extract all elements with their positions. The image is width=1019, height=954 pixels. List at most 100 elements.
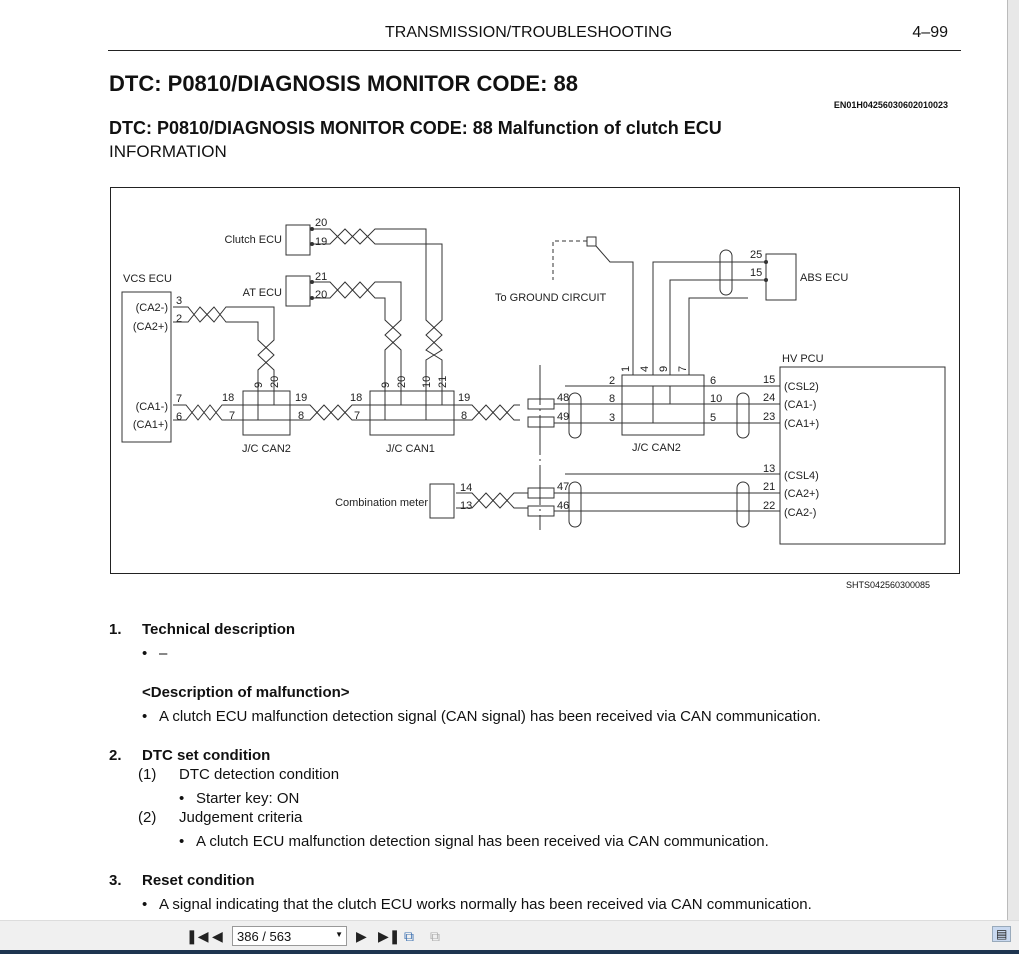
terminal-label: (CA2+): [784, 488, 819, 500]
terminal-label: (CA1-): [136, 401, 168, 413]
pin-label: 19: [295, 392, 307, 404]
pin-label: 13: [763, 463, 775, 475]
at-ecu-box: [285, 275, 311, 307]
viewer-toolbar: ❚◀ ◀ 386 / 563 ▼ ▶ ▶❚ ⧉ ⧉ ▤: [0, 920, 1019, 950]
figure-id: SHTS042560300085: [846, 580, 931, 590]
pin-label: 6: [710, 375, 716, 387]
terminal-label: (CSL4): [784, 470, 819, 482]
bullet-text: A signal indicating that the clutch ECU …: [159, 896, 812, 913]
ground-connector: [586, 236, 597, 247]
pin-label: 8: [461, 410, 467, 422]
page-layout-icon[interactable]: ▤: [992, 926, 1012, 942]
pin-label: 46: [557, 500, 569, 512]
pin-label: 7: [354, 410, 360, 422]
ground-circuit-label: To GROUND CIRCUIT: [495, 292, 607, 304]
previous-page-icon[interactable]: ◀: [212, 928, 223, 944]
pin-label: 5: [710, 412, 716, 424]
pin-label: 19: [315, 236, 327, 248]
pin-label: 7: [176, 393, 182, 405]
jc-can2-left-label: J/C CAN2: [242, 443, 291, 455]
vcs-ecu-box: [121, 291, 172, 443]
pin-label: 9: [253, 382, 265, 388]
clutch-ecu-box: [285, 224, 311, 256]
section-heading: Technical description: [142, 621, 296, 638]
running-header: TRANSMISSION/TROUBLESHOOTING: [385, 24, 673, 41]
pin-label: 13: [460, 500, 472, 512]
next-page-icon[interactable]: ▶: [356, 928, 367, 944]
combination-meter-label: Combination meter: [335, 497, 428, 509]
item-label: Judgement criteria: [179, 809, 303, 826]
jc-can2-left-box: [242, 390, 291, 436]
pin-label: 7: [229, 410, 235, 422]
pin-label: 3: [609, 412, 615, 424]
at-ecu-label: AT ECU: [243, 287, 282, 299]
pin-label: 1: [620, 366, 632, 372]
pin-label: 25: [750, 249, 762, 261]
pin-label: 8: [298, 410, 304, 422]
item-label: DTC detection condition: [179, 766, 340, 783]
pin-label: 10: [710, 393, 722, 405]
pin-label: 9: [380, 382, 392, 388]
bullet: •: [142, 645, 148, 662]
last-page-icon[interactable]: ▶❚: [378, 928, 401, 944]
jc-can1-label: J/C CAN1: [386, 443, 435, 455]
bullet-text: A clutch ECU malfunction detection signa…: [196, 833, 769, 850]
pin-label: 23: [763, 411, 775, 423]
section-number: 1.: [109, 621, 122, 638]
terminal-label: (CA1+): [133, 419, 168, 431]
terminal-label: (CA1-): [784, 399, 816, 411]
pin-label: 20: [315, 217, 327, 229]
header-rule: [108, 50, 961, 51]
vcs-ecu-label: VCS ECU: [123, 273, 172, 285]
pin-label: 10: [421, 376, 433, 388]
document-page: TRANSMISSION/TROUBLESHOOTING 4 – 9 9 DTC: P…: [108, 0, 1008, 920]
terminal-label: (CA2-): [136, 302, 168, 314]
section-number: 2.: [109, 747, 122, 764]
first-page-icon[interactable]: ❚◀: [186, 928, 209, 944]
go-forward-view-icon[interactable]: ⧉: [430, 928, 440, 944]
pin-label: 22: [763, 500, 775, 512]
pin-label: 15: [750, 267, 762, 279]
pin-label: 14: [460, 482, 472, 494]
pin-label: 7: [677, 366, 689, 372]
go-back-view-icon[interactable]: ⧉: [404, 928, 414, 944]
bullet: •: [179, 833, 185, 850]
chevron-down-icon[interactable]: ▼: [335, 930, 343, 939]
abs-ecu-label: ABS ECU: [800, 272, 848, 284]
pin-label: 20: [315, 289, 327, 301]
section-number: 3.: [109, 872, 122, 889]
wiring-diagram: Clutch ECU 20 19 AT ECU 21 20 VCS ECU (C…: [121, 217, 946, 545]
pin-label: 19: [458, 392, 470, 404]
terminal-label: (CA1+): [784, 418, 819, 430]
section-title: DTC: P0810/DIAGNOSIS MONITOR CODE: 88 Ma…: [109, 118, 722, 138]
clutch-ecu-label: Clutch ECU: [225, 234, 283, 246]
abs-ecu-box: [765, 253, 797, 301]
pin-label: 2: [176, 313, 182, 325]
wiring-diagram-frame: [110, 187, 960, 574]
bullet-text: Starter key: ON: [196, 790, 300, 807]
pin-label: 6: [176, 411, 182, 423]
hv-pcu-label: HV PCU: [782, 353, 824, 365]
pin-label: 47: [557, 481, 569, 493]
page-number-field[interactable]: 386 / 563 ▼: [232, 926, 347, 946]
pin-label: 48: [557, 392, 569, 404]
combination-meter-box: [429, 483, 455, 519]
bullet-text: –: [159, 645, 168, 662]
section-heading: DTC set condition: [142, 747, 271, 764]
pin-label: 8: [609, 393, 615, 405]
hv-pcu-box: [779, 366, 946, 545]
page-number-value: 386 / 563: [237, 929, 292, 944]
doc-code: EN01H04256030602010023: [833, 100, 948, 110]
pin-label: 21: [437, 376, 449, 388]
taskbar-strip: [0, 950, 1019, 954]
pin-label: 4: [639, 366, 651, 372]
jc-can1-box: [369, 390, 455, 436]
pin-label: 18: [222, 392, 234, 404]
pin-label: 49: [557, 411, 569, 423]
item-number: (2): [138, 809, 157, 826]
pin-label: 15: [763, 374, 775, 386]
pin-label: 20: [269, 376, 281, 388]
sub-heading: <Description of malfunction>: [142, 684, 350, 701]
item-number: (1): [138, 766, 157, 783]
pin-label: 24: [763, 392, 775, 404]
